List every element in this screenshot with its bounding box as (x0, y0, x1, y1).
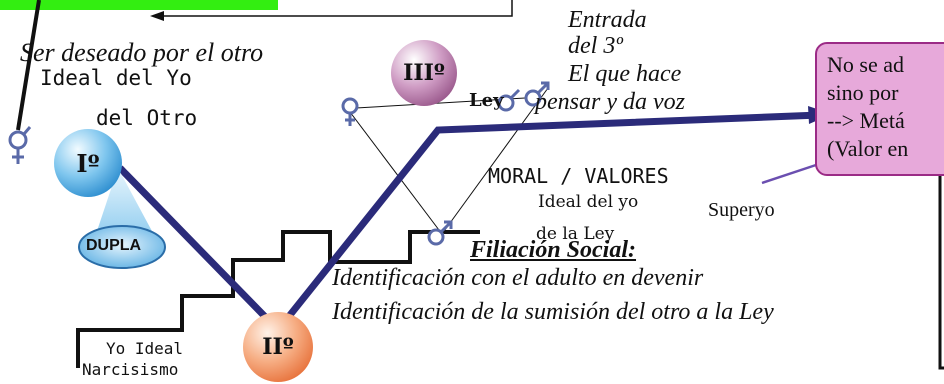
label-identificacion-1: Identificación con el adulto en devenir (332, 265, 704, 291)
node-segundo: IIº (262, 334, 294, 360)
label-narcisismo: Narcisismo (82, 360, 179, 379)
label-ideal-yo-otro-2: del Otro (96, 106, 198, 130)
symbol-hermaphrodite-left-icon (8, 126, 32, 164)
left-vertical-line (16, 0, 41, 131)
callout-line-2: sino por (827, 80, 899, 105)
label-superyo: Superyo (708, 199, 775, 221)
ball-tercero (391, 40, 457, 106)
node-primero: Iº (76, 148, 100, 178)
triangle-line-right (441, 87, 549, 235)
top-arrow-head (150, 11, 164, 21)
label-filiacion: Filiación Social: (470, 237, 637, 263)
label-entrada-4: pensar y da voz (535, 89, 685, 115)
callout-line-3: --> Metá (827, 108, 905, 133)
label-yo-ideal: Yo Ideal (106, 339, 184, 358)
symbol-female-left-icon (341, 97, 359, 126)
ball-segundo (243, 312, 313, 382)
label-moral-valores: MORAL / VALORES (488, 164, 669, 188)
staircase (76, 230, 480, 368)
symbol-male-top-icon (524, 81, 550, 107)
callout-line-1: No se ad (827, 52, 904, 77)
label-ideal-yo-otro-1: Ideal del Yo (40, 66, 192, 90)
label-ser-deseado: Ser deseado por el otro (20, 38, 264, 67)
label-dupla: DUPLA (86, 237, 142, 254)
label-ideal-yo-ley-2: de la Ley (536, 224, 615, 244)
label-identificacion-2: Identificación de la sumisión del otro a… (332, 299, 774, 325)
ball-primero (54, 129, 122, 197)
node-tercero: IIIº (403, 60, 445, 86)
dupla-ellipse (78, 225, 166, 269)
top-bracket-line (160, 0, 513, 17)
callout-box: No se ad sino por --> Metá (Valor en (815, 42, 944, 176)
callout-connector (761, 161, 823, 185)
label-ley: Ley (469, 90, 504, 111)
label-entrada-3: El que hace (568, 61, 682, 87)
triangle-line-left (349, 111, 443, 235)
triangle-line-top (355, 97, 526, 109)
green-bar (0, 0, 278, 10)
label-ideal-yo-ley-1: Ideal del yo (538, 192, 639, 212)
label-entrada-1: Entrada (568, 7, 647, 33)
navy-path (117, 111, 821, 336)
callout-line-4: (Valor en (827, 136, 909, 161)
symbol-ley-icon (497, 88, 521, 112)
symbol-male-bottom-icon (427, 220, 453, 246)
label-entrada-2: del 3º (568, 33, 623, 59)
right-bracket (938, 170, 944, 370)
